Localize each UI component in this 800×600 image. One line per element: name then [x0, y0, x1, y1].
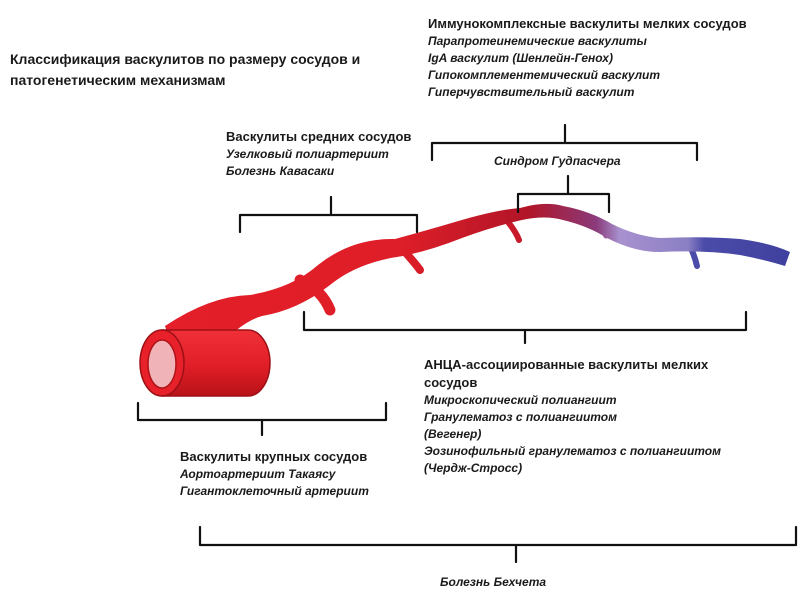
large-vessels-item: Гигантоклеточный артериит: [180, 484, 369, 498]
immune-complex-heading: Иммунокомплексные васкулиты мелких сосуд…: [428, 16, 747, 31]
main-vessel: [165, 203, 790, 388]
immune-complex-item: Парапротеинемические васкулиты: [428, 34, 647, 48]
goodpasture-label: Синдром Гудпасчера: [494, 154, 621, 168]
diagram-title: Классификация васкулитов по размеру сосу…: [10, 49, 360, 91]
immune-complex-item: Гиперчувствительный васкулит: [428, 85, 635, 99]
medium-vessels-item: Болезнь Кавасаки: [226, 164, 335, 178]
anca-item: (Вегенер): [424, 427, 482, 441]
immune-complex-item: IgA васкулит (Шенлейн-Генох): [428, 51, 613, 65]
anca-block: АНЦА-ассоциированные васкулиты мелких со…: [424, 356, 721, 477]
anca-item: Микроскопический полиангиит: [424, 393, 617, 407]
immune-complex-bracket: [430, 123, 699, 162]
immune-complex-item: Гипокомплементемический васкулит: [428, 68, 661, 82]
medium-vessels-bracket: [238, 195, 419, 234]
small-vessel-branch: [505, 219, 522, 243]
anca-heading-line-2: сосудов: [424, 375, 478, 390]
title-line-2: патогенетическим механизмам: [10, 72, 226, 88]
immune-complex-block: Иммунокомплексные васкулиты мелких сосуд…: [428, 15, 747, 101]
anca-item: Гранулематоз с полиангиитом: [424, 410, 617, 424]
title-line-1: Классификация васкулитов по размеру сосу…: [10, 51, 361, 67]
behcet-label: Болезнь Бехчета: [440, 575, 547, 589]
goodpasture-bracket: [516, 174, 611, 214]
behcet-bracket: [198, 525, 798, 564]
anca-heading-line-1: АНЦА-ассоциированные васкулиты мелких: [424, 357, 709, 372]
medium-vessels-heading: Васкулиты средних сосудов: [226, 129, 412, 144]
large-vessels-block: Васкулиты крупных сосудов Аортоартериит …: [180, 448, 369, 500]
medium-vessels-item: Узелковый полиартериит: [226, 147, 389, 161]
medium-vessels-block: Васкулиты средних сосудов Узелковый поли…: [226, 128, 411, 180]
large-vessels-heading: Васкулиты крупных сосудов: [180, 449, 368, 464]
anca-item: (Чердж-Стросс): [424, 461, 523, 475]
artery-tube: [161, 329, 271, 397]
anca-item: Эозинофильный гранулематоз с полиангиито…: [424, 444, 722, 458]
large-vessels-bracket: [136, 401, 388, 437]
artery-lumen: [147, 339, 177, 389]
anca-bracket: [302, 310, 748, 345]
large-vessels-item: Аортоартериит Такаясу: [180, 467, 336, 481]
